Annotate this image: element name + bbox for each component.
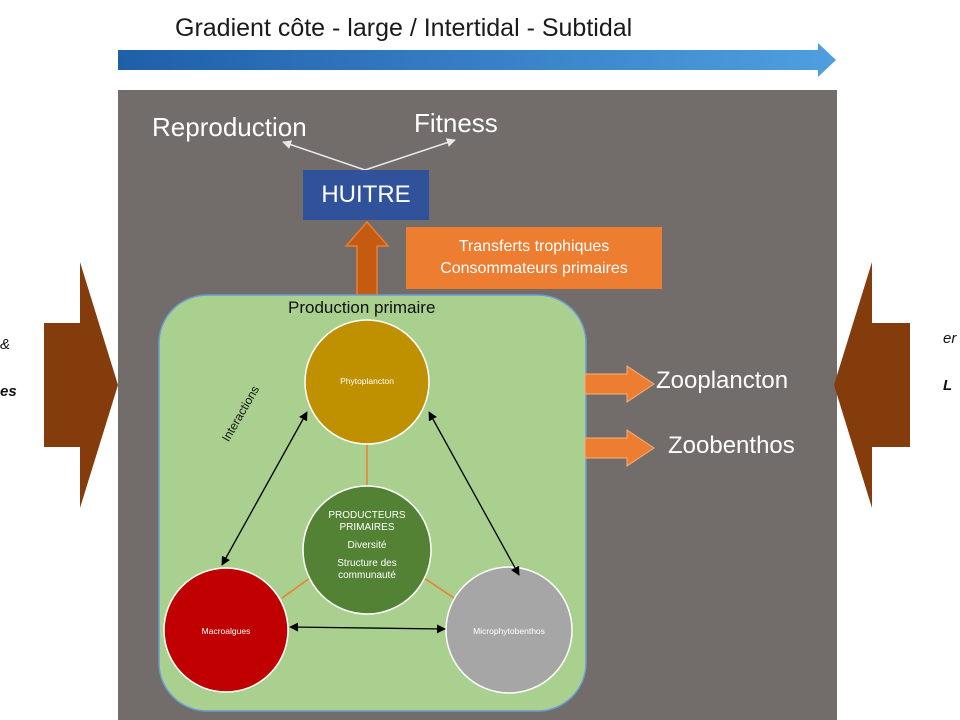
zoobenthos-label: Zoobenthos	[668, 432, 795, 459]
zooplancton-label: Zooplancton	[656, 367, 789, 394]
center-line2: PRIMAIRES	[339, 522, 395, 533]
macroalgues-node	[163, 567, 289, 693]
production-primaire-label: Production primaire	[288, 298, 436, 317]
center-line1: PRODUCTEURS	[328, 510, 406, 521]
left-fragment-line1: &	[0, 336, 11, 353]
microphytobenthos-label: Microphytobenthos	[473, 626, 545, 636]
left-input-arrow	[44, 262, 118, 508]
trophic-transfer-line1: Transferts trophiques	[458, 238, 610, 255]
center-line5: communauté	[338, 570, 396, 581]
reproduction-label: Reproduction	[152, 112, 307, 142]
connector-macro-center	[281, 577, 311, 599]
interaction-macro-micro	[289, 622, 446, 634]
right-fragment-line2: L	[943, 377, 953, 394]
right-fragment-line1: er	[943, 330, 957, 347]
connector-micro-center	[423, 577, 455, 599]
phytoplancton-node	[304, 319, 430, 445]
arrow-to-reproduction	[282, 140, 366, 171]
arrow-to-zooplancton	[584, 365, 655, 403]
trophic-up-arrow	[344, 220, 390, 297]
arrow-to-zoobenthos	[584, 429, 655, 467]
fitness-label: Fitness	[414, 108, 498, 138]
interaction-phyto-macro	[221, 411, 308, 566]
arrow-to-fitness	[364, 138, 456, 171]
trophic-transfer-line2: Consommateurs primaires	[440, 260, 628, 277]
left-fragment-line2: es	[0, 383, 17, 400]
center-line3: Diversité	[347, 540, 387, 551]
trophic-transfer-box: Transferts trophiques Consommateurs prim…	[406, 227, 662, 289]
right-input-arrow	[834, 262, 910, 508]
phytoplancton-label: Phytoplancton	[340, 376, 394, 386]
interaction-phyto-micro	[428, 411, 520, 576]
macroalgues-label: Macroalgues	[201, 626, 251, 636]
gradient-arrow	[118, 43, 836, 77]
center-line4: Structure des	[337, 558, 397, 569]
gradient-title: Gradient côte - large / Intertidal - Sub…	[175, 14, 633, 42]
producteurs-primaires-label: PRODUCTEURS PRIMAIRES Diversité Structur…	[300, 510, 434, 582]
huitre-box: HUITRE	[303, 170, 429, 220]
